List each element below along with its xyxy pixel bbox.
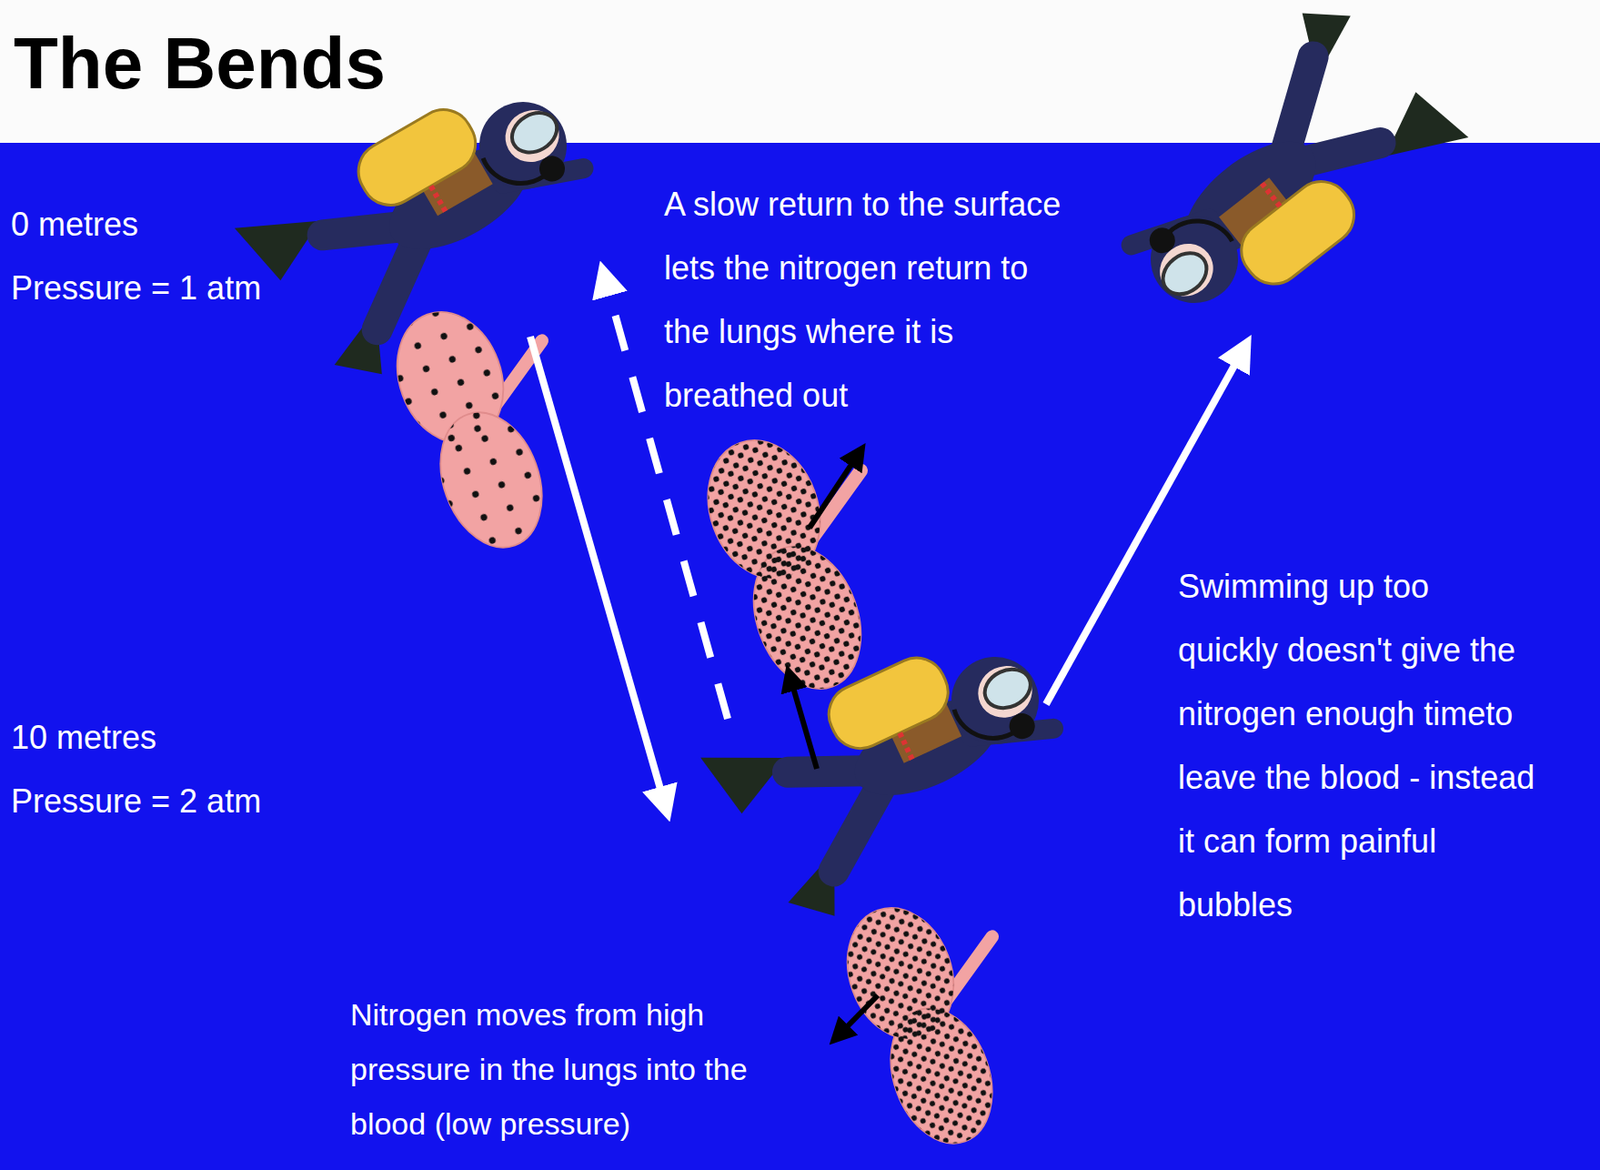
pressure-label: Pressure = 2 atm — [10, 778, 284, 825]
descent-arrow — [530, 336, 666, 808]
nitrogen-arrow — [789, 674, 817, 769]
water — [0, 142, 1600, 1170]
nitrogen-arrow — [809, 452, 860, 528]
nitrogen-arrow — [836, 995, 878, 1037]
pressure-label: Pressure = 1 atm — [10, 265, 284, 312]
diagram-title: The Bends — [13, 20, 386, 108]
note-text: Swimming up too quickly doesn't give the… — [1177, 554, 1538, 937]
depth-label: 10 metres — [10, 714, 284, 761]
sky-band — [0, 0, 1600, 143]
depth-label: 0 metres — [10, 201, 284, 248]
lungs-dense — [689, 424, 880, 705]
lungs-dense — [829, 893, 1010, 1158]
diver-ascending — [1081, 0, 1470, 345]
note-text: Nitrogen moves from high pressure in the… — [350, 986, 787, 1151]
diver-deep — [699, 613, 1088, 939]
note-text: A slow return to the surface lets the ni… — [664, 172, 1074, 428]
